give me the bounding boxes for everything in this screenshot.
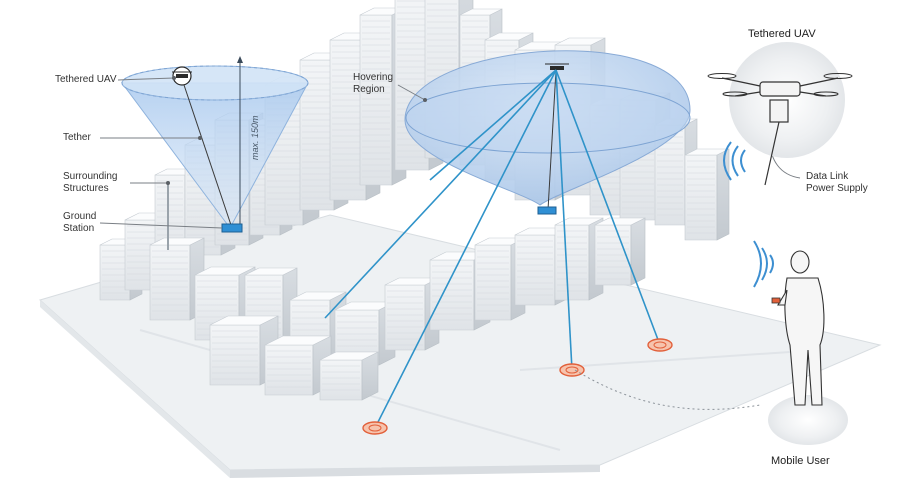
- user-target-icon: [362, 421, 388, 435]
- signal-beam: [555, 69, 661, 346]
- signal-waves-icon: [753, 240, 774, 288]
- label-surrounding-structures: Surrounding Structures: [63, 171, 118, 194]
- building: [319, 351, 379, 401]
- label-mobile-user: Mobile User: [771, 455, 830, 467]
- signal-beam: [374, 69, 557, 429]
- ground-station-icon: [537, 206, 557, 215]
- altitude-indicator: [237, 56, 243, 228]
- signal-beam: [555, 69, 573, 371]
- person-icon: [777, 250, 825, 406]
- label-hovering-region: Hovering Region: [353, 72, 394, 95]
- hovering-region-dome: [404, 50, 691, 206]
- ground-station-icon: [221, 223, 243, 233]
- building: [209, 315, 279, 386]
- phone-icon: [771, 297, 781, 304]
- user-disc: [768, 395, 848, 445]
- user-target-icon: [647, 338, 673, 352]
- label-max-altitude: max. 150m: [250, 115, 260, 160]
- label-data-link: Data Link Power Supply: [806, 171, 868, 194]
- signal-waves-icon: [723, 141, 746, 181]
- tether-line: [547, 69, 557, 211]
- user-markers: [362, 338, 673, 435]
- drone-icon: [172, 66, 192, 86]
- label-dots: [166, 76, 427, 185]
- user-link-path: [574, 369, 761, 410]
- building: [684, 148, 730, 241]
- tether-line: [182, 81, 233, 229]
- user-target-icon: [559, 363, 585, 377]
- building: [594, 217, 646, 286]
- drone-icon: [545, 63, 569, 70]
- label-ground-station: Ground Station: [63, 211, 97, 234]
- signal-beam: [324, 69, 557, 319]
- signal-beam: [429, 69, 557, 181]
- coverage-cone: [121, 65, 309, 229]
- label-tether: Tether: [63, 132, 91, 143]
- inset-drone-icon: [707, 73, 853, 186]
- signal-beams: [324, 69, 661, 429]
- label-tethered-uav-left: Tethered UAV: [55, 74, 117, 85]
- label-tethered-uav-right: Tethered UAV: [748, 28, 816, 40]
